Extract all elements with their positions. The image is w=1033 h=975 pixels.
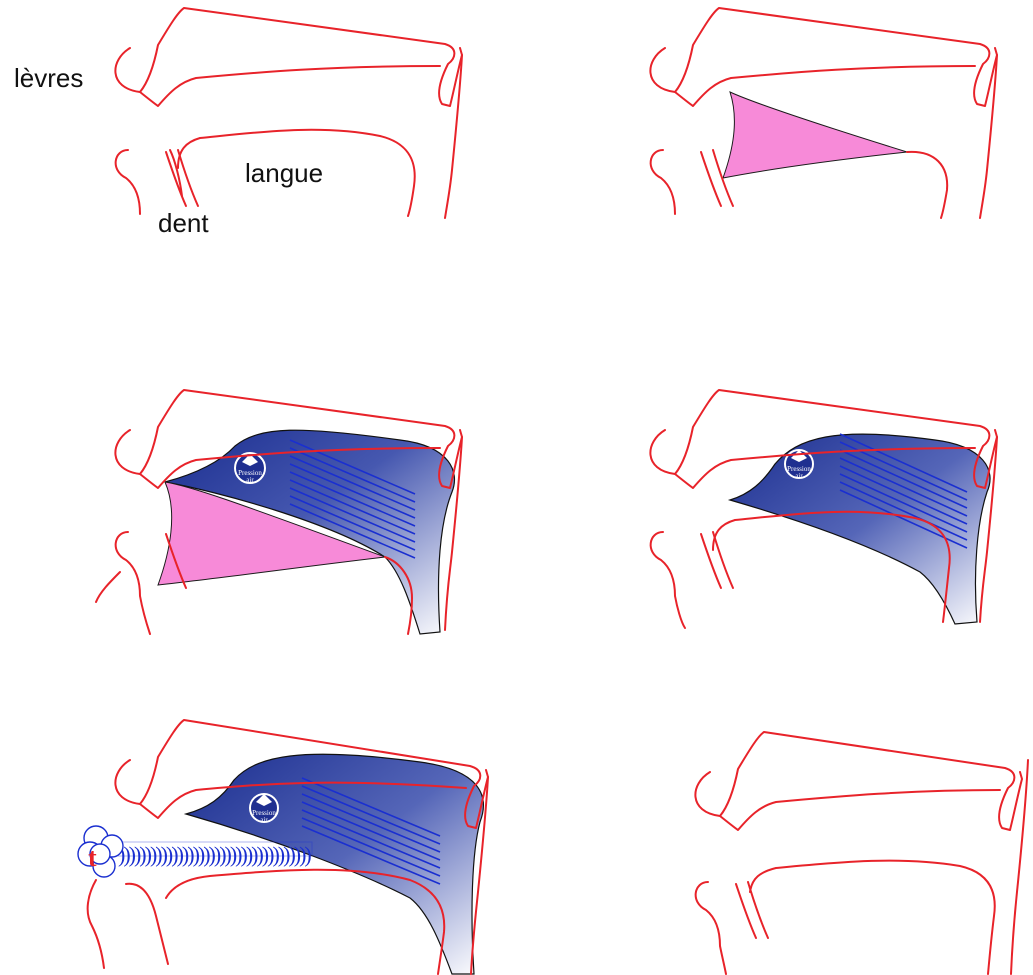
tongue-outline (907, 152, 947, 218)
label-tooth: dent (158, 208, 209, 238)
contact-region (723, 92, 907, 178)
lower-lip-outline (651, 150, 675, 214)
tooth-outline (701, 532, 733, 588)
tooth-outline (166, 150, 198, 206)
pharynx-outline (980, 55, 997, 218)
release-puff: t (78, 826, 123, 877)
tongue-outline (750, 861, 995, 974)
lower-lip-outline (651, 532, 685, 628)
release-symbol: t (88, 843, 97, 872)
airflow-burst: )))))))))))))))))))))))))))))))))))) (116, 842, 312, 867)
upper-lip-tail (675, 66, 975, 106)
lower-lip-outline (116, 532, 150, 634)
svg-text:air: air (246, 476, 254, 484)
lower-lip-outline (116, 150, 140, 214)
lower-lip-outline (696, 882, 726, 974)
svg-text:air: air (260, 816, 268, 824)
tooth-outline (126, 884, 168, 964)
pharynx-outline (445, 55, 462, 218)
panel-pressure-buildup: Pression air (650, 390, 997, 628)
lower-lip-outline (88, 880, 104, 968)
panel-closure-pressure: Pression air (96, 390, 462, 634)
label-tongue: langue (245, 158, 323, 188)
upper-lip-outline (115, 8, 462, 106)
tooth-outline (701, 150, 733, 206)
panel-tongue-contact (650, 8, 997, 218)
upper-lip-outline (695, 732, 1022, 830)
panel-rest (695, 732, 1028, 974)
upper-lip-tail (720, 790, 1000, 830)
upper-lip-tail (140, 66, 440, 106)
svg-text:air: air (795, 472, 803, 480)
upper-lip-outline (650, 8, 997, 106)
pressure-region (730, 434, 990, 624)
panel-anatomy: lèvres langue dent (14, 8, 462, 238)
label-lips: lèvres (14, 63, 83, 93)
panel-release: Pression air )))))))))))))))))))))))))))… (78, 720, 488, 974)
pressure-gauge: Pression air (235, 453, 265, 484)
svg-text:)))))))))))))))))))))))))))))): )))))))))))))))))))))))))))))))))))) (118, 842, 311, 867)
tooth-outline (736, 882, 768, 938)
